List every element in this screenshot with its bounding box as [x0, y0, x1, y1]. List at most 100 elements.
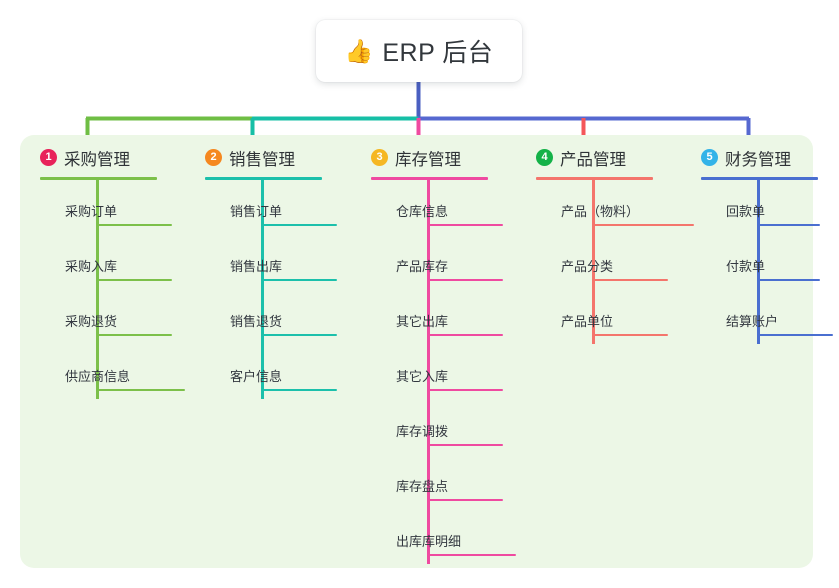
module-title-4: 产品管理 [560, 150, 626, 169]
module-item-label: 仓库信息 [396, 204, 449, 219]
module-item-rule [427, 444, 504, 446]
module-item-label: 其它入库 [396, 369, 449, 384]
module-item-rule [427, 554, 517, 556]
module-item-label: 采购订单 [65, 204, 118, 219]
module-item-label: 采购入库 [65, 259, 118, 274]
module-item[interactable]: 库存盘点 [361, 455, 521, 510]
module-item[interactable]: 其它出库 [361, 290, 521, 345]
module-item-label: 产品单位 [561, 314, 614, 329]
root-node-erp-backend[interactable]: 👍 ERP 后台 [316, 20, 522, 82]
module-item-label: 产品库存 [396, 259, 449, 274]
module-item[interactable]: 产品分类 [526, 235, 686, 290]
module-item-rule [427, 389, 504, 391]
module-item-label: 供应商信息 [65, 369, 131, 384]
module-item-rule [96, 334, 173, 336]
module-item[interactable]: 产品（物料） [526, 180, 695, 235]
module-item-label: 其它出库 [396, 314, 449, 329]
module-item-label: 销售订单 [230, 204, 283, 219]
module-column-1: 1 采购管理采购订单采购入库采购退货供应商信息 [30, 135, 190, 399]
module-item-label: 结算账户 [726, 314, 779, 329]
module-column-5: 5 财务管理回款单付款单结算账户 [691, 135, 839, 344]
module-item[interactable]: 出库库明细 [361, 510, 521, 565]
module-item-rule [427, 279, 504, 281]
module-item-label: 销售出库 [230, 259, 283, 274]
module-title-2: 销售管理 [229, 150, 295, 169]
module-item-list-1: 采购订单采购入库采购退货供应商信息 [30, 180, 190, 400]
module-header-5[interactable]: 5 财务管理 [691, 135, 839, 180]
module-header-rule-4 [536, 177, 653, 180]
module-item-rule [592, 224, 695, 226]
root-node-title: ERP 后台 [382, 39, 494, 67]
module-item-label: 采购退货 [65, 314, 118, 329]
module-item-rule [427, 224, 504, 226]
module-item-rule [261, 389, 338, 391]
module-item[interactable]: 产品单位 [526, 290, 686, 345]
module-item-rule [757, 334, 834, 336]
module-item-rule [427, 334, 504, 336]
module-item[interactable]: 采购入库 [30, 235, 190, 290]
module-item-label: 出库库明细 [396, 534, 462, 549]
module-item-label: 付款单 [726, 259, 766, 274]
module-item[interactable]: 客户信息 [195, 345, 355, 400]
module-item[interactable]: 销售出库 [195, 235, 355, 290]
module-rail-3 [427, 179, 430, 564]
module-badge-2: 2 [205, 149, 222, 166]
module-item[interactable]: 采购订单 [30, 180, 190, 235]
module-header-rule-5 [701, 177, 818, 180]
module-columns: 1 采购管理采购订单采购入库采购退货供应商信息 2 销售管理销售订单销售出库销售退货客… [20, 135, 834, 568]
module-header-3[interactable]: 3 库存管理 [361, 135, 521, 180]
module-item-list-5: 回款单付款单结算账户 [691, 180, 839, 345]
module-title-3: 库存管理 [395, 150, 461, 169]
module-rail-5 [757, 179, 760, 344]
module-item-rule [261, 224, 338, 226]
module-item[interactable]: 产品库存 [361, 235, 521, 290]
module-header-2[interactable]: 2 销售管理 [195, 135, 355, 180]
module-item-list-4: 产品（物料） 产品分类产品单位 [526, 180, 695, 345]
module-title-5: 财务管理 [725, 150, 791, 169]
modules-panel [20, 135, 813, 568]
module-badge-5: 5 [701, 149, 718, 166]
module-item-rule [757, 279, 821, 281]
module-header-4[interactable]: 4 产品管理 [526, 135, 686, 180]
module-header-1[interactable]: 1 采购管理 [30, 135, 190, 180]
module-header-rule-2 [205, 177, 322, 180]
module-item-label: 销售退货 [230, 314, 283, 329]
module-item[interactable]: 销售订单 [195, 180, 355, 235]
module-item-rule [427, 499, 504, 501]
module-badge-3: 3 [371, 149, 388, 166]
module-header-rule-3 [371, 177, 488, 180]
module-item-label: 库存盘点 [396, 479, 449, 494]
module-header-rule-1 [40, 177, 157, 180]
module-rail-4 [592, 179, 595, 344]
module-item-label: 回款单 [726, 204, 766, 219]
module-item[interactable]: 供应商信息 [30, 345, 190, 400]
module-badge-4: 4 [536, 149, 553, 166]
module-item-list-3: 仓库信息产品库存其它出库其它入库库存调拨库存盘点出库库明细 [361, 180, 521, 565]
module-item-rule [757, 224, 821, 226]
module-item[interactable]: 采购退货 [30, 290, 190, 345]
module-column-3: 3 库存管理仓库信息产品库存其它出库其它入库库存调拨库存盘点出库库明细 [361, 135, 521, 564]
module-item[interactable]: 库存调拨 [361, 400, 521, 455]
module-item-rule [592, 279, 669, 281]
thumbs-up-icon: 👍 [344, 37, 374, 64]
module-item-label: 客户信息 [230, 369, 283, 384]
module-item[interactable]: 回款单 [691, 180, 839, 235]
module-item[interactable]: 结算账户 [691, 290, 839, 345]
module-item[interactable]: 付款单 [691, 235, 839, 290]
module-item[interactable]: 仓库信息 [361, 180, 521, 235]
module-column-4: 4 产品管理产品（物料） 产品分类产品单位 [526, 135, 695, 344]
module-item-rule [96, 279, 173, 281]
module-item[interactable]: 其它入库 [361, 345, 521, 400]
module-item-rule [592, 334, 669, 336]
module-item-label: 产品（物料） [561, 204, 640, 219]
module-rail-2 [261, 179, 264, 399]
module-item-rule [261, 334, 338, 336]
module-column-2: 2 销售管理销售订单销售出库销售退货客户信息 [195, 135, 355, 399]
module-badge-1: 1 [40, 149, 57, 166]
module-title-1: 采购管理 [64, 150, 130, 169]
module-item[interactable]: 销售退货 [195, 290, 355, 345]
module-item-label: 产品分类 [561, 259, 614, 274]
module-item-rule [96, 389, 186, 391]
module-item-rule [261, 279, 338, 281]
